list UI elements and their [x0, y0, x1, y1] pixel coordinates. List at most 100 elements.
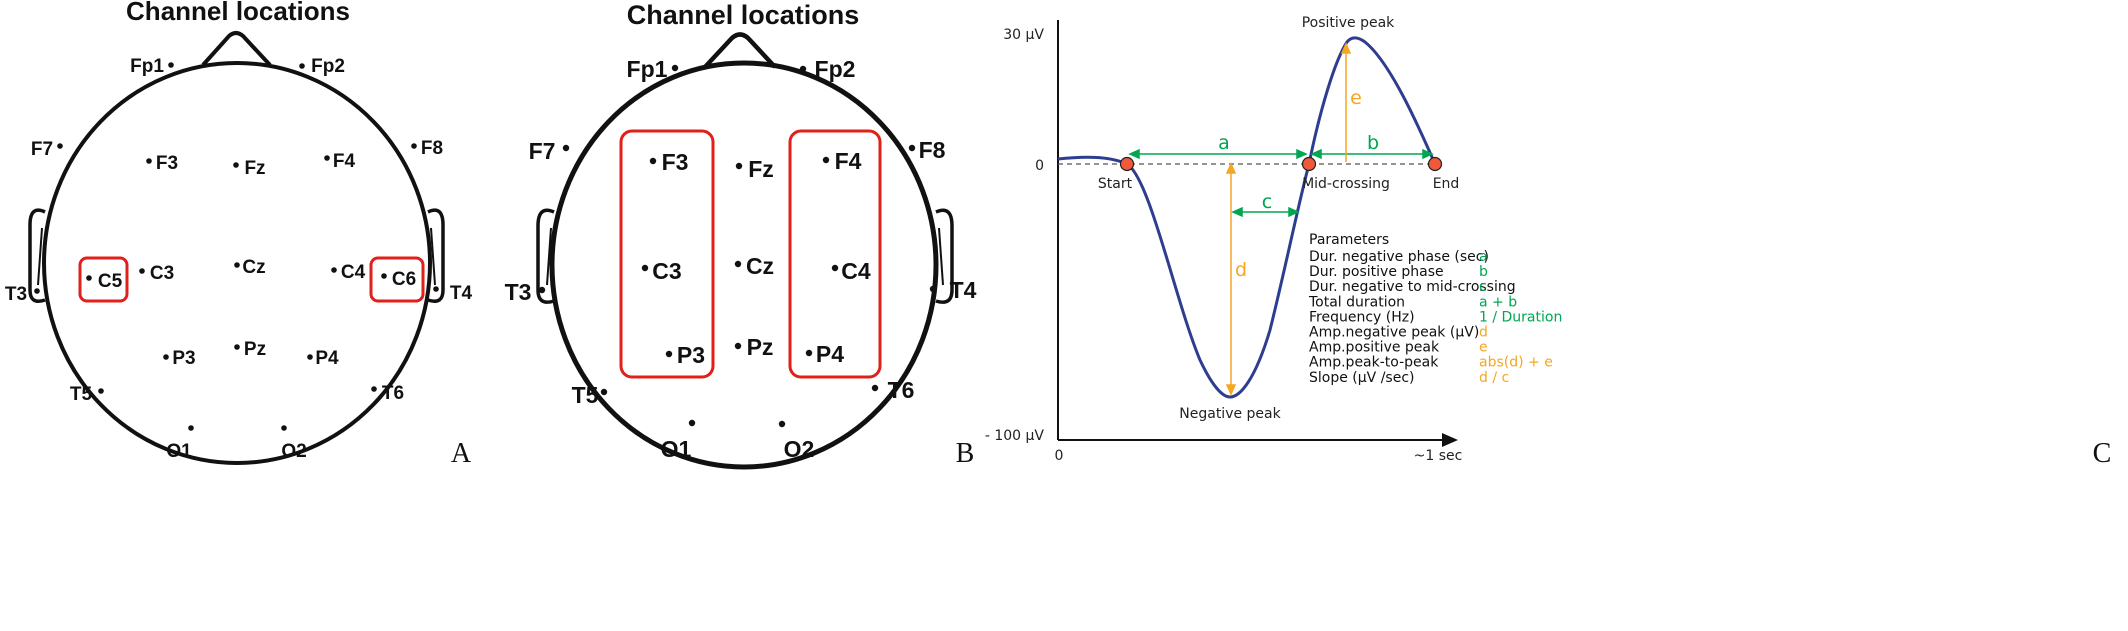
panel-a-left-ear — [28, 208, 46, 303]
panel-b-electrode-dot-f4 — [822, 156, 830, 164]
panel-a-electrode-dot-f8 — [411, 143, 417, 149]
panel-a-electrode-label-c5: C5 — [98, 271, 123, 292]
parameter-name: Frequency (Hz) — [1309, 309, 1415, 325]
x-axis-zero-label: 0 — [1055, 448, 1064, 464]
parameter-value: a — [1479, 249, 1488, 265]
panel-a-electrode-dot-fp2 — [299, 63, 305, 69]
y-axis-zero-label: 0 — [1035, 158, 1044, 174]
panel-b-head — [549, 60, 939, 470]
measure-d-label: d — [1235, 259, 1247, 281]
panel-b-electrode-label-f4: F4 — [835, 148, 862, 174]
panel-b-electrode-dot-fp2 — [799, 65, 807, 73]
panel-a-electrode-label-f3: F3 — [156, 153, 178, 174]
measure-b-label: b — [1367, 132, 1379, 154]
panel-a-electrode-dot-t6 — [371, 386, 377, 392]
panel-a-highlight-c6 — [369, 256, 425, 303]
panel-a-electrode-dot-c5 — [86, 275, 92, 281]
panel-a-electrode-label-c4: C4 — [341, 262, 366, 283]
panel-c-label: C — [2093, 438, 2112, 469]
x-axis-end-label: ~1 sec — [1414, 448, 1463, 464]
negative-peak-label: Negative peak — [1179, 406, 1281, 422]
end-marker — [1427, 156, 1443, 172]
panel-b-electrode-dot-t5 — [600, 388, 608, 396]
panel-b-electrode-dot-f8 — [908, 144, 916, 152]
panel-b-electrode-label-f7: F7 — [529, 138, 556, 164]
panel-a-electrode-label-f8: F8 — [421, 138, 443, 159]
panel-b-electrode-dot-fz — [735, 162, 743, 170]
panel-a-electrode-dot-f4 — [324, 155, 330, 161]
panel-a-electrode-dot-o1 — [188, 425, 194, 431]
panel-b-electrode-dot-cz — [734, 260, 742, 268]
panel-b-electrode-dot-f7 — [562, 144, 570, 152]
panel-b-electrode-dot-o1 — [688, 419, 696, 427]
y-axis-top-label: 30 µV — [1003, 27, 1044, 43]
panel-b-electrode-label-pz: Pz — [747, 334, 774, 360]
panel-b-electrode-dot-p3 — [665, 350, 673, 358]
panel-b-electrode-dot-t6 — [871, 384, 879, 392]
panel-b-electrode-label-fz: Fz — [748, 156, 774, 182]
panel-a-left-ear-inner — [37, 227, 43, 286]
panel-b-electrode-dot-t4 — [929, 285, 937, 293]
panel-b-electrode-label-p3: P3 — [677, 342, 705, 368]
measure-e-label: e — [1350, 87, 1362, 109]
panel-a-electrode-dot-cz — [234, 262, 240, 268]
panel-a-electrode-label-c6: C6 — [392, 269, 416, 290]
panel-a-electrode-dot-t4 — [433, 286, 439, 292]
panel-b-electrode-dot-p4 — [805, 349, 813, 357]
panel-a-highlight-c5 — [78, 256, 129, 303]
parameter-value: b — [1479, 264, 1488, 280]
panel-a-right-ear — [427, 208, 445, 303]
panel-a-electrode-dot-t3 — [34, 288, 40, 294]
parameter-value: d / c — [1479, 370, 1509, 386]
panel-c: 30 µV 0 - 100 µV 0 ~1 sec — [985, 15, 2112, 469]
panel-b-electrode-label-f8: F8 — [919, 137, 946, 163]
panel-b-electrode-label-f3: F3 — [662, 149, 689, 175]
panel-a-electrode-dot-p4 — [307, 354, 313, 360]
parameters-title: Parameters — [1309, 232, 1389, 248]
panel-b-electrode-dot-c4 — [831, 264, 839, 272]
parameter-value: abs(d) + e — [1479, 355, 1553, 371]
panel-b-electrode-label-o2: O2 — [784, 436, 815, 462]
positive-peak-label: Positive peak — [1302, 15, 1395, 31]
panel-a-electrode-label-t5: T5 — [70, 384, 93, 405]
panel-b-label: B — [956, 438, 975, 469]
panel-b-right-ear — [935, 208, 954, 304]
panel-b-electrode-dot-t3 — [538, 286, 546, 294]
parameter-name: Amp.peak-to-peak — [1309, 355, 1439, 371]
parameter-name: Total duration — [1308, 294, 1405, 310]
panel-a-right-ear-inner — [430, 227, 436, 286]
measure-a-label: a — [1218, 132, 1230, 154]
parameter-name: Slope (µV /sec) — [1309, 370, 1414, 386]
panel-a-electrode-label-pz: Pz — [244, 339, 266, 360]
panel-b-highlight-left-column — [619, 129, 715, 379]
mid-crossing-label: Mid-crossing — [1302, 176, 1390, 192]
panel-b-left-ear-inner — [546, 227, 552, 286]
panel-b-nose — [703, 32, 777, 69]
panel-a-electrode-label-f7: F7 — [31, 139, 53, 160]
slow-wave-curve — [1057, 36, 1437, 399]
panel-b-electrode-label-t6: T6 — [888, 377, 915, 403]
measure-b-arrow — [1310, 148, 1434, 160]
panel-a-electrode-dot-c6 — [381, 273, 387, 279]
panel-a-electrode-dot-c3 — [139, 268, 145, 274]
panel-a-electrode-label-c3: C3 — [150, 263, 174, 284]
panel-b-electrode-dot-o2 — [778, 420, 786, 428]
panel-a-title: Channel locations — [126, 0, 350, 26]
panel-a-electrode-dot-f3 — [146, 158, 152, 164]
panel-a-electrode-dot-p3 — [163, 354, 169, 360]
panel-b-electrode-dot-fp1 — [671, 64, 679, 72]
panel-a-label: A — [451, 438, 472, 469]
panel-a-nose — [201, 31, 272, 67]
panel-a-electrode-label-f4: F4 — [333, 151, 356, 172]
panel-b-electrode-label-c3: C3 — [652, 258, 681, 284]
panel-b-electrode-label-fp1: Fp1 — [627, 56, 668, 82]
parameter-value: e — [1479, 340, 1488, 356]
parameter-value: 1 / Duration — [1479, 309, 1562, 325]
panel-a-electrode-label-p3: P3 — [172, 348, 195, 369]
panel-b-electrode-dot-pz — [734, 342, 742, 350]
